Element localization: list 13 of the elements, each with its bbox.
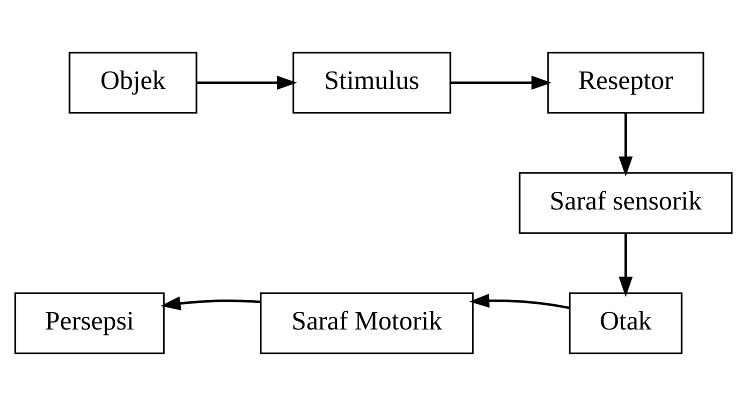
arrow xyxy=(450,75,552,90)
node-box: Stimulus xyxy=(292,51,452,114)
arrow xyxy=(469,293,570,309)
node-box: Otak xyxy=(568,292,682,354)
node-box: Saraf Motorik xyxy=(260,292,474,354)
arrow xyxy=(618,233,633,296)
node-box: Reseptor xyxy=(547,51,704,114)
node-box: Saraf sensorik xyxy=(518,172,733,234)
arrow xyxy=(618,112,633,176)
node-box: Persepsi xyxy=(14,292,165,354)
arrow xyxy=(196,75,298,90)
node-box: Objek xyxy=(68,51,198,114)
arrow xyxy=(160,296,260,310)
